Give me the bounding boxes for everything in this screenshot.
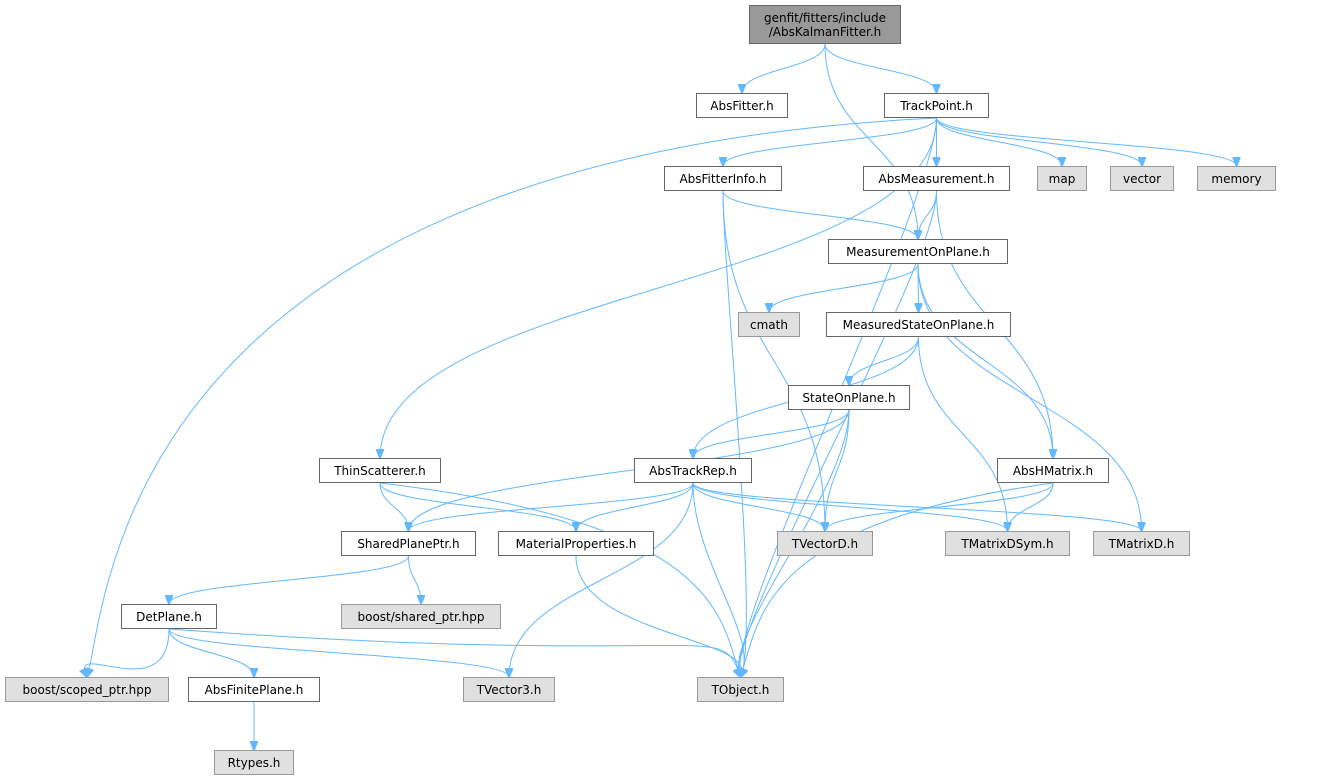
node-cmath: cmath	[738, 312, 800, 337]
edge-thinscatterer-to-sharedplaneptr	[379, 482, 409, 531]
edge-abstrackrep-to-tmatrixdsym	[692, 482, 1008, 531]
node-sharedplaneptr[interactable]: SharedPlanePtr.h	[341, 531, 476, 556]
edge-materialproperties-to-tobject	[575, 555, 742, 677]
node-absmeasurement[interactable]: AbsMeasurement.h	[863, 166, 1010, 191]
edge-abstrackrep-to-materialproperties	[576, 482, 694, 531]
node-tmatrixd: TMatrixD.h	[1093, 531, 1190, 556]
edge-stateonplane-to-tobject	[738, 409, 850, 677]
edge-detplane-to-tvector3	[168, 628, 509, 677]
node-boost-scoped-ptr: boost/scoped_ptr.hpp	[5, 677, 169, 702]
edge-absfitterinfo-to-tvectord	[722, 190, 825, 531]
edge-thinscatterer-to-materialproperties	[379, 482, 576, 531]
edge-measurementonplane-to-abshmatrix	[917, 263, 1053, 458]
root-label-line2: /AbsKalmanFitter.h	[768, 24, 882, 39]
edge-detplane-to-boost_scoped_ptr	[84, 628, 170, 677]
edge-measurementonplane-to-tmatrixd	[917, 263, 1142, 531]
edge-thinscatterer-to-tobject	[379, 482, 741, 677]
node-tvectord: TVectorD.h	[777, 531, 873, 556]
node-tmatrixdsym: TMatrixDSym.h	[945, 531, 1070, 556]
node-memory: memory	[1197, 166, 1276, 191]
edge-abshmatrix-to-tobject	[741, 482, 1054, 677]
edge-stateonplane-to-tvectord	[825, 409, 850, 531]
node-root: genfit/fitters/include /AbsKalmanFitter.…	[749, 5, 901, 44]
edge-absfitterinfo-to-measurementonplane	[722, 190, 918, 239]
node-absfitterinfo[interactable]: AbsFitterInfo.h	[664, 166, 782, 191]
edge-abshmatrix-to-tvectord	[825, 482, 1054, 531]
node-abstrackrep[interactable]: AbsTrackRep.h	[634, 458, 752, 483]
node-abshmatrix[interactable]: AbsHMatrix.h	[997, 458, 1109, 483]
node-measurementonplane[interactable]: MeasurementOnPlane.h	[828, 239, 1008, 264]
node-boost-shared-ptr: boost/shared_ptr.hpp	[341, 604, 501, 629]
edge-absfitterinfo-to-tobject	[722, 190, 746, 677]
edge-root-to-measurementonplane	[824, 43, 918, 239]
edge-detplane-to-absfiniteplane	[168, 628, 254, 677]
node-vector: vector	[1110, 166, 1174, 191]
node-absfitter[interactable]: AbsFitter.h	[696, 93, 788, 118]
edge-abstrackrep-to-sharedplaneptr	[409, 482, 694, 531]
edge-trackpoint-to-boost_scoped_ptr	[87, 117, 937, 677]
node-rtypes: Rtypes.h	[214, 750, 294, 775]
root-label-line1: genfit/fitters/include	[764, 10, 886, 25]
edge-sharedplaneptr-to-detplane	[169, 555, 409, 604]
edge-sharedplaneptr-to-boost_shared_ptr	[408, 555, 422, 604]
node-tvector3: TVector3.h	[463, 677, 555, 702]
edge-measurementonplane-to-cmath	[769, 263, 919, 312]
edge-abstrackrep-to-tmatrixd	[692, 482, 1142, 531]
edge-trackpoint-to-vector	[936, 117, 1143, 166]
edge-trackpoint-to-memory	[936, 117, 1237, 166]
node-map: map	[1037, 166, 1087, 191]
edge-abstrackrep-to-tobject	[692, 482, 744, 677]
node-absfiniteplane[interactable]: AbsFinitePlane.h	[188, 677, 320, 702]
edge-abshmatrix-to-tmatrixdsym	[1008, 482, 1054, 531]
edge-measuredstateonplane-to-tmatrixdsym	[918, 336, 1008, 531]
edge-trackpoint-to-absfitterinfo	[723, 117, 937, 166]
node-tobject: TObject.h	[697, 677, 784, 702]
edge-root-to-trackpoint	[824, 43, 937, 93]
node-materialproperties[interactable]: MaterialProperties.h	[498, 531, 654, 556]
edge-abstrackrep-to-tvectord	[692, 482, 825, 531]
edge-measuredstateonplane-to-stateonplane	[849, 336, 919, 385]
edge-stateonplane-to-abstrackrep	[693, 409, 850, 458]
node-stateonplane[interactable]: StateOnPlane.h	[788, 385, 910, 410]
node-detplane[interactable]: DetPlane.h	[121, 604, 217, 629]
edge-stateonplane-to-sharedplaneptr	[409, 409, 850, 531]
node-trackpoint[interactable]: TrackPoint.h	[884, 93, 989, 118]
edge-trackpoint-to-map	[936, 117, 1063, 166]
node-thinscatterer[interactable]: ThinScatterer.h	[319, 458, 441, 483]
edge-root-to-absfitter	[742, 43, 826, 93]
edge-detplane-to-tobject	[168, 628, 741, 677]
node-measuredstateonplane[interactable]: MeasuredStateOnPlane.h	[826, 312, 1011, 337]
edge-abstrackrep-to-tvector3	[509, 482, 694, 677]
